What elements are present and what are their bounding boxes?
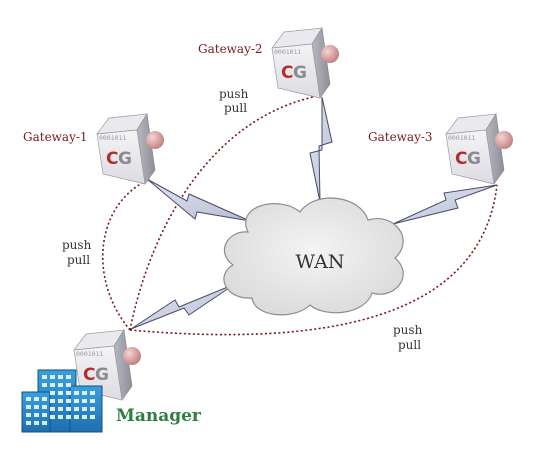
wan-cloud: WAN <box>223 197 404 316</box>
office-building-icon <box>21 369 103 433</box>
gateway-1: 0001011 C G <box>96 113 164 185</box>
gateway-3: 0001011 C G <box>445 113 513 185</box>
wan-label: WAN <box>296 251 345 273</box>
gateway-2-label: Gateway-2 <box>198 42 263 56</box>
push-label: push <box>62 238 92 252</box>
gateway-3-label: Gateway-3 <box>368 130 433 144</box>
gateway-1-label: Gateway-1 <box>23 130 88 144</box>
gateway-2: 0001011 C G <box>271 27 339 99</box>
bolt-gateway-1 <box>146 178 251 222</box>
push-pull-links <box>102 94 498 336</box>
gateway-logo-g: G <box>467 149 481 169</box>
gateway-logo-c: C <box>281 63 293 83</box>
push-label: push <box>393 323 423 337</box>
manager-logo-g: G <box>95 365 109 385</box>
bolt-manager <box>130 283 236 330</box>
gateway-logo-g: G <box>293 63 307 83</box>
pull-label: pull <box>224 101 247 115</box>
status-ball-icon <box>495 131 513 149</box>
gateway-bits: 0001011 <box>274 48 301 56</box>
pull-label: pull <box>67 253 90 267</box>
link-manager-gateway-2 <box>129 94 324 331</box>
push-label: push <box>219 87 249 101</box>
status-ball-icon <box>321 45 339 63</box>
gateway-logo-c: C <box>455 149 467 169</box>
status-ball-icon <box>123 347 141 365</box>
gateway-logo-c: C <box>106 149 118 169</box>
pull-label: pull <box>398 338 421 352</box>
link-manager-gateway-1 <box>102 179 149 331</box>
status-ball-icon <box>146 131 164 149</box>
bolt-gateway-3 <box>392 184 498 225</box>
manager-bits: 0001011 <box>76 350 103 358</box>
manager-logo-c: C <box>83 365 95 385</box>
wireless-bolts <box>130 96 498 330</box>
gateway-bits: 0001011 <box>448 134 475 142</box>
bolt-gateway-2 <box>309 96 333 203</box>
gateway-logo-g: G <box>118 149 132 169</box>
manager-label: Manager <box>116 406 202 426</box>
gateway-bits: 0001011 <box>99 134 126 142</box>
